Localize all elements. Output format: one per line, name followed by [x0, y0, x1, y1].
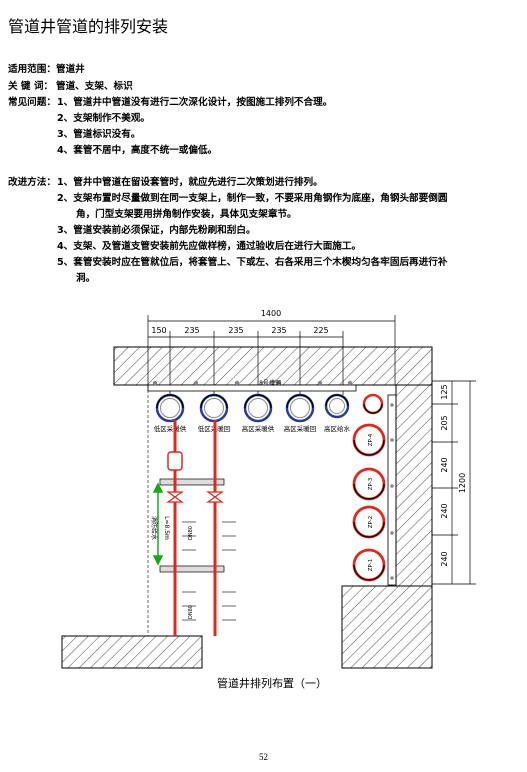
channel-label: 8号槽钢 [259, 379, 281, 387]
dim-top: 235 [271, 326, 286, 335]
pipe-label: 高区采暖回 [284, 424, 317, 433]
dim-top: 235 [184, 326, 199, 335]
scope-line: 适用范围：管道井 [8, 61, 85, 75]
side-label: 消防给水 [150, 516, 158, 540]
pipe-high-return [285, 393, 315, 423]
dim-right: 205 [440, 415, 449, 430]
improve-label: 改进方法： [8, 177, 56, 188]
dim-right: 240 [440, 551, 449, 566]
improve-item: 3、管道安装前必须保证，内部先粉刷和刮白。 [57, 225, 256, 236]
green-arrows [152, 482, 164, 566]
improve-item: 4、支架、及管道支管安装前先应做样榜，通过验收后在进行大面施工。 [57, 241, 362, 252]
main-pipes [155, 393, 350, 423]
dim-right: 125 [440, 384, 449, 399]
keywords-line: 关 键 词：管道、支架、标识 [8, 78, 133, 92]
improve-item: 2、支架布置时尽量做到在同一支架上，制作一致，不要采用角钢作为底座，角钢头部要倒… [57, 193, 448, 204]
pipe-label: 低区采暖供 [154, 424, 187, 433]
figure-caption: 管道井排列布置（一） [217, 676, 327, 690]
dim-right: 240 [440, 503, 449, 518]
pipe-low-return [199, 393, 229, 423]
problems-label: 常见问题： [8, 97, 56, 108]
problem-item: 2、支架制作不美观。 [57, 113, 151, 124]
scope-value: 管道井 [56, 64, 85, 75]
scope-label: 适用范围： [8, 64, 56, 75]
pipe-high-water [324, 393, 350, 419]
riser-small [362, 393, 384, 415]
top-dimension [147, 315, 396, 395]
riser-zp1 [352, 548, 386, 582]
right-dimension [432, 380, 476, 585]
branch-stubs [182, 521, 236, 621]
channel-bolts [152, 380, 353, 386]
page-number: 52 [259, 752, 268, 762]
riser-label: ZP-1 [368, 559, 374, 571]
improve-item-cont: 洞。 [76, 273, 96, 284]
pipe-high-supply [243, 393, 273, 423]
channel-steel [147, 384, 357, 392]
vertical-bolts [390, 403, 394, 580]
problem-item: 4、套管不居中，高度不统一或偏低。 [57, 145, 218, 156]
improve-item: 5、套管安装时应在管就位后，将套管上、下或左、右各采用三个木楔均匀各牢固后再进行… [57, 257, 448, 268]
wall-hatch [61, 346, 433, 669]
support-bar [159, 565, 225, 573]
dim-right: 240 [440, 457, 449, 472]
fire-pipes [166, 420, 224, 636]
branch-label: DN80 [188, 526, 194, 540]
improve-item-cont: 角，门型支架要用拼角制作安装，具体见支架章节。 [76, 209, 297, 220]
keywords-value: 管道、支架、标识 [56, 81, 133, 92]
riser-zp2 [352, 505, 386, 539]
riser-label: ZP-2 [368, 516, 374, 528]
riser-pipes [352, 393, 386, 582]
pipe-label: 高区采暖供 [242, 424, 275, 433]
riser-label: ZP-3 [368, 477, 374, 490]
dim-total-right: 1200 [458, 473, 467, 493]
keywords-label: 关 键 词： [8, 81, 54, 92]
riser-zp4 [352, 423, 386, 457]
pipe-label: 高区给水 [324, 424, 351, 433]
dim-top: 235 [228, 326, 243, 335]
riser-label: ZP-4 [368, 433, 374, 446]
riser-zp3 [352, 467, 386, 501]
side-label: L=8.5m [163, 516, 170, 540]
vertical-channel [387, 394, 397, 586]
page-title: 管道井管道的排列安装 [8, 17, 169, 36]
dim-total-top: 1400 [261, 309, 281, 318]
support-bar [159, 478, 225, 486]
improve-item: 1、管井中管道在留设套管时，就应先进行二次策划进行排列。 [57, 177, 323, 188]
branch-label: DN80 [188, 605, 194, 619]
problem-item: 1、管道井中管道没有进行二次深化设计，按图施工排列不合理。 [57, 97, 333, 108]
dim-top: 225 [313, 326, 328, 335]
pipe-low-supply [155, 393, 185, 423]
dim-top: 150 [151, 326, 166, 335]
problem-item: 3、管道标识没有。 [57, 129, 141, 140]
